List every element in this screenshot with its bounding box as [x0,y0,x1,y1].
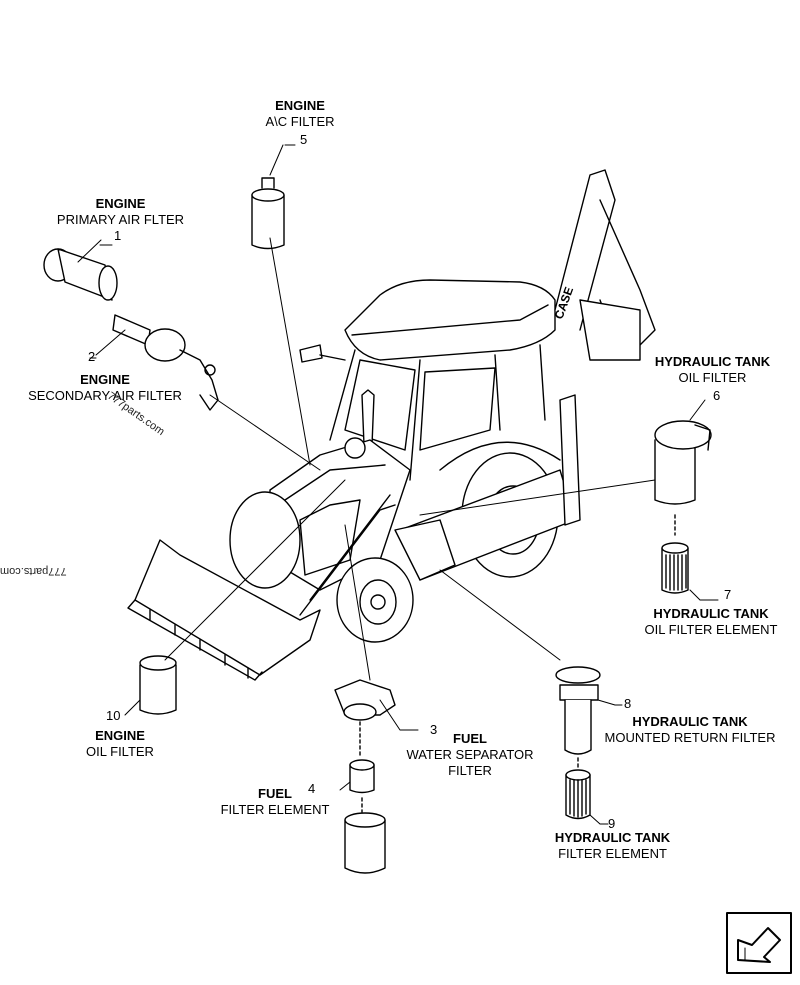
callout-desc: OIL FILTER [86,744,154,759]
callout-number-9: 9 [608,816,616,831]
callout-number-5: 5 [300,132,308,147]
callout-desc: PRIMARY AIR FLTER [56,212,185,227]
secondary-air-filter-shape [112,314,219,411]
callout-engine-primary-air-filter: ENGINE PRIMARY AIR FLTER [48,196,193,228]
hydraulic-oil-filter-shape [654,420,712,536]
callout-desc: OIL FILTER [678,370,747,385]
engine-oil-filter-shape [139,655,177,715]
callout-title: ENGINE [80,372,130,387]
callout-hydraulic-tank-oil-filter-element: HYDRAULIC TANK OIL FILTER ELEMENT [630,606,792,638]
callout-engine-oil-filter: ENGINE OIL FILTER [70,728,170,760]
callout-hydraulic-tank-oil-filter: HYDRAULIC TANK OIL FILTER [640,354,785,386]
callout-desc: MOUNTED RETURN FILTER [604,730,776,745]
callout-desc-line1: WATER SEPARATOR [406,747,534,762]
backhoe-machine: CASE [127,169,656,681]
callout-number-4: 4 [308,781,316,796]
callout-desc: A\C FILTER [265,114,335,129]
callout-desc-line2: FILTER [448,763,492,778]
callout-engine-ac-filter: ENGINE A\C FILTER [245,98,355,130]
callout-number-1: 1 [114,228,122,243]
callout-number-10: 10 [106,708,121,723]
hydraulic-filter-element-shape [565,769,591,820]
callout-title: ENGINE [95,728,145,743]
callout-number-3: 3 [430,722,438,737]
callout-desc: SECONDARY AIR FILTER [28,388,182,403]
callout-number-8: 8 [624,696,632,711]
callout-title: HYDRAULIC TANK [632,714,748,729]
callout-number-2: 2 [88,349,96,364]
callout-title: ENGINE [275,98,325,113]
callout-title: FUEL [258,786,292,801]
callout-desc: FILTER ELEMENT [220,802,330,817]
next-page-arrow-icon[interactable] [726,912,792,974]
primary-air-filter-shape [43,248,118,301]
leader-lines [77,144,719,825]
mounted-return-filter-shape [555,666,601,771]
callout-engine-secondary-air-filter: ENGINE SECONDARY AIR FILTER [15,372,195,404]
fuel-filter-element-shape [344,759,386,874]
callout-hydraulic-tank-filter-element: HYDRAULIC TANK FILTER ELEMENT [540,830,685,862]
callout-desc: FILTER ELEMENT [558,846,667,861]
hydraulic-oil-filter-element-shape [661,542,689,594]
ac-filter-shape [251,177,285,250]
callout-number-7: 7 [724,587,732,602]
callout-title: FUEL [453,731,487,746]
callout-title: HYDRAULIC TANK [554,830,671,845]
watermark-mirrored: 777parts.com [0,565,67,577]
callout-fuel-filter-element: FUEL FILTER ELEMENT [205,786,345,818]
callout-fuel-water-separator-filter: FUEL WATER SEPARATOR FILTER [395,731,545,779]
callout-title: HYDRAULIC TANK [654,354,771,369]
callout-number-6: 6 [713,388,721,403]
callout-title: HYDRAULIC TANK [653,606,769,621]
callout-title: ENGINE [95,196,146,211]
water-separator-shape [334,679,396,756]
callout-desc: OIL FILTER ELEMENT [644,622,778,637]
callout-hydraulic-tank-mounted-return-filter: HYDRAULIC TANK MOUNTED RETURN FILTER [595,714,785,746]
